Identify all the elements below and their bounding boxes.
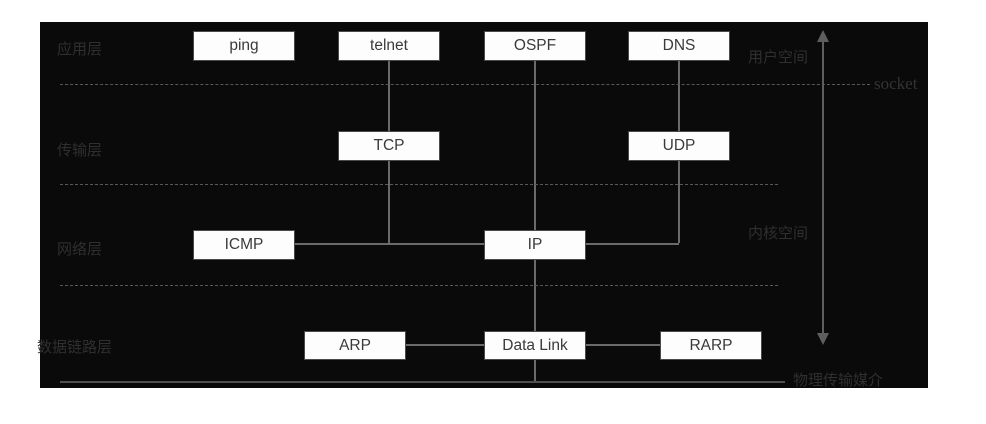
box-datalink-label: Data Link [502,336,568,354]
layer-label-application: 应用层 [57,41,103,58]
box-datalink[interactable]: Data Link [484,331,586,360]
box-rarp-label: RARP [689,336,733,354]
connector-datalink-medium [534,359,536,382]
box-arp[interactable]: ARP [304,331,406,360]
connector-network-row [243,243,679,245]
annotation-socket: socket [874,74,918,93]
connector-telnet-tcp [388,60,390,131]
box-udp-label: UDP [662,137,696,154]
box-dns[interactable]: DNS [628,31,730,61]
annotation-physical-medium: 物理传输媒介 [793,372,884,389]
layer-label-datalink: 数据链路层 [37,339,113,356]
diagram-panel [40,22,928,388]
box-ospf-label: OSPF [513,37,557,54]
box-icmp-label: ICMP [224,236,264,253]
connector-ip-datalink [534,258,536,335]
box-telnet-label: telnet [370,37,408,54]
connector-ospf-ip [534,60,536,232]
box-ping-label: ping [229,37,259,54]
box-ospf[interactable]: OSPF [484,31,586,61]
box-udp[interactable]: UDP [628,131,730,161]
box-dns-label: DNS [662,37,696,54]
annotation-kernel-space: 内核空间 [748,225,809,242]
box-rarp[interactable]: RARP [660,331,762,360]
box-icmp[interactable]: ICMP [193,230,295,260]
connector-udp-ip-vertical [678,160,680,243]
box-ip-label: IP [527,236,543,253]
box-arp-label: ARP [339,336,371,354]
box-ping[interactable]: ping [193,31,295,61]
separator-transport-network [60,184,778,185]
arrow-down-icon [817,333,829,345]
layer-label-transport: 传输层 [57,142,103,159]
connector-dns-udp [678,60,680,131]
separator-application-transport [60,84,870,85]
space-range-arrow-shaft [822,40,824,335]
separator-network-datalink [60,285,778,286]
box-tcp-label: TCP [373,137,405,154]
layer-label-network: 网络层 [57,241,103,258]
box-tcp[interactable]: TCP [338,131,440,161]
box-ip[interactable]: IP [484,230,586,260]
box-telnet[interactable]: telnet [338,31,440,61]
arrow-up-icon [817,30,829,42]
physical-medium-line [60,381,785,383]
connector-tcp-ip [388,160,390,243]
annotation-user-space: 用户空间 [748,49,809,66]
